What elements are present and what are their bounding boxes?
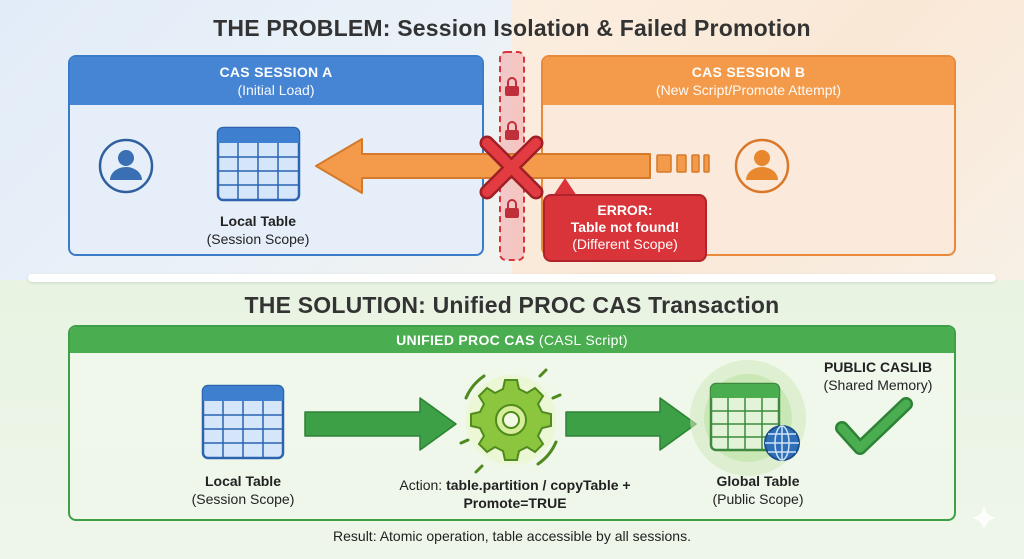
failed-access-dashes	[656, 154, 710, 173]
session-b-title: CAS SESSION B	[691, 64, 806, 80]
session-a-subtitle: (Initial Load)	[237, 82, 315, 98]
local-table-a-scope: (Session Scope)	[206, 231, 310, 247]
user-b-icon	[734, 138, 790, 194]
global-table-name: Global Table	[716, 473, 800, 489]
action-label: Action: table.partition / copyTable + Pr…	[355, 476, 675, 512]
error-bubble: ERROR: Table not found! (Different Scope…	[543, 194, 707, 262]
gear-icon	[459, 368, 562, 474]
action-promote: Promote=TRUE	[463, 495, 567, 511]
local-table-a-icon	[216, 126, 301, 202]
session-b-subtitle: (New Script/Promote Attempt)	[655, 82, 842, 98]
session-b-header: CAS SESSION B (New Script/Promote Attemp…	[543, 57, 954, 105]
error-detail: (Different Scope)	[572, 236, 678, 252]
globe-icon	[764, 425, 800, 461]
global-table-scope: (Public Scope)	[712, 491, 804, 507]
solution-title: THE SOLUTION: Unified PROC CAS Transacti…	[244, 292, 780, 318]
error-bubble-tail	[553, 178, 577, 196]
problem-title: THE PROBLEM: Session Isolation & Failed …	[213, 15, 811, 41]
action-prefix: Action:	[399, 477, 447, 493]
unified-subtitle: (CASL Script)	[534, 332, 628, 348]
public-caslib-desc: (Shared Memory)	[823, 377, 933, 393]
blocked-x-icon	[479, 135, 544, 200]
local-table-b-scope: (Session Scope)	[191, 491, 295, 507]
promote-arrow-1	[304, 397, 457, 451]
public-caslib-label: PUBLIC CASLIB (Shared Memory)	[800, 358, 956, 394]
session-a-title: CAS SESSION A	[219, 64, 333, 80]
promote-arrow-2	[565, 397, 697, 451]
sparkle-icon	[972, 506, 996, 530]
global-table-label: Global Table (Public Scope)	[680, 472, 836, 508]
section-divider	[28, 274, 996, 282]
local-table-a-name: Local Table	[220, 213, 296, 229]
local-table-b-label: Local Table (Session Scope)	[163, 472, 323, 508]
local-table-a-label: Local Table (Session Scope)	[178, 212, 338, 248]
error-message: Table not found!	[570, 219, 680, 235]
unified-title: UNIFIED PROC CAS	[396, 332, 535, 348]
session-a-header: CAS SESSION A (Initial Load)	[70, 57, 482, 105]
error-title: ERROR:	[597, 202, 653, 218]
result-caption: Result: Atomic operation, table accessib…	[333, 528, 691, 544]
local-table-b-icon	[201, 384, 285, 460]
failed-access-arrow	[315, 138, 651, 194]
public-caslib-name: PUBLIC CASLIB	[823, 359, 933, 375]
unified-header: UNIFIED PROC CAS (CASL Script)	[70, 327, 954, 353]
local-table-b-name: Local Table	[205, 473, 281, 489]
lock-icon	[505, 199, 519, 218]
lock-icon	[505, 77, 519, 96]
user-a-icon	[98, 138, 154, 194]
lock-icon	[505, 121, 519, 140]
action-method: table.partition / copyTable +	[446, 477, 631, 493]
